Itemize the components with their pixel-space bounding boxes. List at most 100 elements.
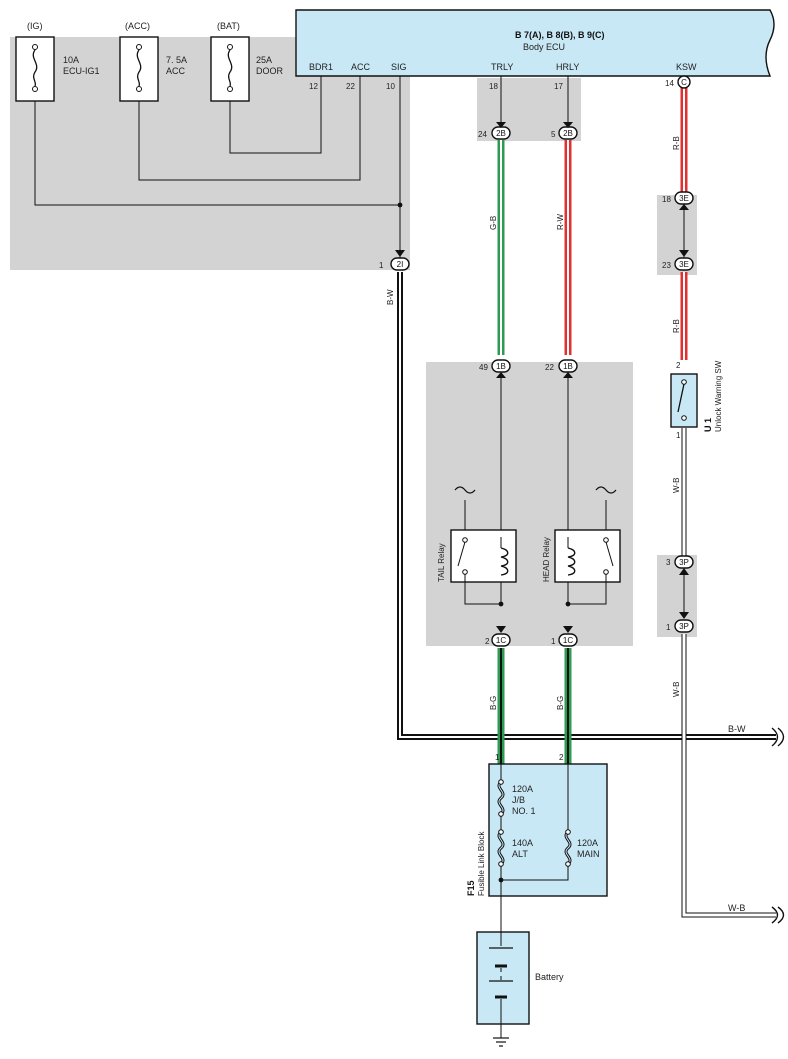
fuse-source: (IG) xyxy=(27,21,43,31)
link-name-2: NO. 1 xyxy=(512,806,536,816)
pin-12: 12 xyxy=(309,82,318,91)
body-ecu: B 7(A), B 8(B), B 9(C) Body ECU BDR1 ACC… xyxy=(295,9,775,77)
fuse-ecu-ig1: (IG) 10A ECU-IG1 xyxy=(15,21,100,102)
upper-left-wires xyxy=(34,76,569,258)
connector-2b-left: 2B xyxy=(491,122,511,140)
conn-pin: 1 xyxy=(379,261,384,270)
head-relay xyxy=(554,378,621,605)
conn-pin: 49 xyxy=(479,363,488,372)
battery-label: Battery xyxy=(535,972,564,982)
battery: Battery xyxy=(476,931,564,1047)
link-name: ALT xyxy=(512,849,528,859)
ecu-pins: 12 22 10 18 17 14 xyxy=(309,79,674,91)
flb-pin-left: 1 xyxy=(495,753,500,762)
fuse-rating: 10A xyxy=(63,55,79,65)
switch-pin-bottom: 1 xyxy=(676,431,681,440)
conn-pin: 1 xyxy=(666,623,671,632)
svg-text:1B: 1B xyxy=(496,362,506,371)
link-name: MAIN xyxy=(577,849,600,859)
conn-pin: 3 xyxy=(666,558,671,567)
wire-label-g-b: G-B xyxy=(489,216,498,230)
conn-pin: 1 xyxy=(551,637,556,646)
link-name: J/B xyxy=(512,795,525,805)
wire-b-w xyxy=(397,272,785,747)
connector-3p-top: 3P xyxy=(674,555,694,575)
fuse-rating: 25A xyxy=(256,55,272,65)
fuse-source: (BAT) xyxy=(217,21,240,31)
pin-18: 18 xyxy=(489,82,498,91)
fuse-name: ACC xyxy=(166,66,186,76)
svg-text:1B: 1B xyxy=(563,362,573,371)
svg-text:1C: 1C xyxy=(496,636,506,645)
wire-label-w-b-lower: W-B xyxy=(672,682,681,697)
connector-2i: 2I xyxy=(390,250,410,271)
svg-text:C: C xyxy=(681,78,687,87)
terminal-ksw: KSW xyxy=(676,62,697,72)
connector-3e-top: 3E xyxy=(674,191,694,210)
splice-dot xyxy=(498,601,504,607)
wire-label-r-w: R-W xyxy=(556,214,565,230)
connector-3e-bottom: 3E xyxy=(674,250,694,271)
connector-1b-right: 1B xyxy=(558,359,578,378)
conn-pin: 24 xyxy=(478,130,487,139)
svg-text:3P: 3P xyxy=(679,622,689,631)
wire-label-w-b-right: W-B xyxy=(728,903,745,913)
svg-text:3E: 3E xyxy=(679,260,689,269)
pin-10: 10 xyxy=(386,82,395,91)
unlock-warning-switch: 2 1 U 1 Unlock Warning SW xyxy=(670,360,723,440)
link-rating: 120A xyxy=(577,838,598,848)
svg-text:3E: 3E xyxy=(679,194,689,203)
splice-dot xyxy=(397,202,403,208)
svg-text:2I: 2I xyxy=(397,260,404,269)
switch-name: Unlock Warning SW xyxy=(714,360,723,432)
terminal-sig: SIG xyxy=(391,62,407,72)
svg-text:2B: 2B xyxy=(563,129,573,138)
connector-3p-bottom: 3P xyxy=(674,612,694,633)
link-rating: 140A xyxy=(512,838,533,848)
switch-pin-top: 2 xyxy=(676,361,681,370)
svg-text:1C: 1C xyxy=(563,636,573,645)
flb-name: Fusible Link Block xyxy=(477,831,486,896)
conn-pin: 5 xyxy=(551,130,556,139)
flb-code: F15 xyxy=(466,880,476,896)
fuse-name: DOOR xyxy=(256,66,284,76)
wire-label-r-b-top: R-B xyxy=(672,136,681,150)
wire-label-b-g-right: B-G xyxy=(556,696,565,710)
fuse-name: ECU-IG1 xyxy=(63,66,100,76)
tail-relay xyxy=(450,378,517,605)
wire-b-g xyxy=(497,648,572,764)
tail-relay-label: TAIL Relay xyxy=(437,543,446,582)
pin-22: 22 xyxy=(346,82,355,91)
terminal-hrly: HRLY xyxy=(556,62,579,72)
conn-pin: 23 xyxy=(662,261,671,270)
conn-pin: 18 xyxy=(662,195,671,204)
connector-1b-left: 1B xyxy=(491,359,511,378)
fuse-door: (BAT) 25A DOOR xyxy=(210,21,284,102)
connector-1c-right: 1C xyxy=(558,626,578,647)
wire-w-b xyxy=(681,428,785,924)
connector-pin-labels: 24 5 1 18 23 49 22 2 1 3 1 xyxy=(379,130,671,646)
svg-text:2B: 2B xyxy=(496,129,506,138)
pin-17: 17 xyxy=(554,82,563,91)
terminal-trly: TRLY xyxy=(491,62,513,72)
body-ecu-title: B 7(A), B 8(B), B 9(C) xyxy=(515,30,605,40)
switch-code: U 1 xyxy=(703,418,713,432)
connector-2b-right: 2B xyxy=(558,122,578,140)
terminal-acc: ACC xyxy=(351,62,371,72)
wire-label-b-w: B-W xyxy=(386,289,395,305)
connector-1c-left: 1C xyxy=(491,626,511,647)
body-ecu-subtitle: Body ECU xyxy=(523,42,565,52)
svg-text:3P: 3P xyxy=(679,558,689,567)
fuse-acc: (ACC) 7. 5A ACC xyxy=(119,21,187,102)
splice-dot xyxy=(565,601,571,607)
wire-label-b-w-right: B-W xyxy=(728,724,746,734)
conn-pin: 22 xyxy=(545,363,554,372)
link-rating: 120A xyxy=(512,784,533,794)
connector-c-ksw: C xyxy=(677,75,691,89)
fusible-link-block: 1 2 120A J/B NO. 1 140A ALT 120A MAIN F1… xyxy=(466,753,608,932)
terminal-bdr1: BDR1 xyxy=(309,62,333,72)
flb-pin-right: 2 xyxy=(559,753,564,762)
conn-pin: 2 xyxy=(485,637,490,646)
fuse-rating: 7. 5A xyxy=(166,55,187,65)
